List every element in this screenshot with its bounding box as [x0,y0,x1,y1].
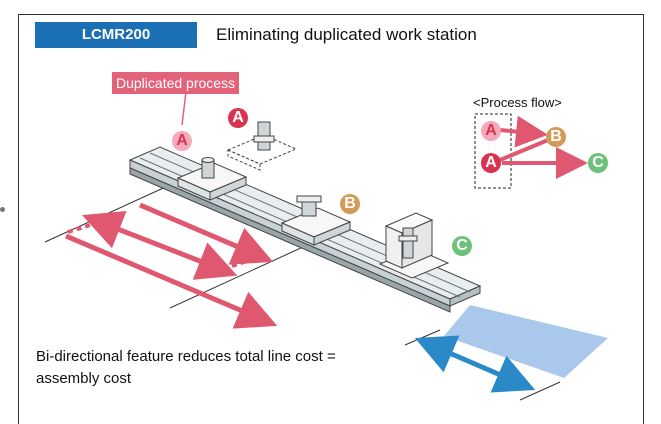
press-tool [296,195,322,217]
process-flow-title: <Process flow> [473,95,562,110]
flow-marker-a-pale: A [481,121,501,141]
headline: Eliminating duplicated work station [216,25,477,44]
marker-a: A [228,108,248,128]
flow-marker-b: B [546,127,566,147]
figure-frame [18,14,644,424]
red-bidirectional-arrow [82,210,238,280]
guide-line [519,381,561,401]
work-area [444,305,608,378]
blue-bidirectional-arrow [414,335,536,393]
margin-dot [0,207,5,212]
process-flow-box [474,113,512,189]
duplicated-process-label: Duplicated process [112,72,240,94]
caption-line-1: Bi-directional feature reduces total lin… [36,348,336,365]
flow-marker-a: A [481,153,501,173]
caption: Bi-directional feature reduces total lin… [36,346,366,390]
duplicated-label-pointer [181,91,187,126]
red-dashed-link [67,220,101,234]
red-arrow [65,233,278,329]
carrier [280,207,352,246]
marker-c: C [452,236,472,256]
model-badge: LCMR200 [35,22,197,48]
caption-line-2: assembly cost [36,370,132,387]
guide-line [404,329,441,346]
pin-tool [201,157,215,179]
dashed-station-ghost [226,121,298,171]
guide-line [44,184,171,243]
flow-arrow-a-to-b [499,115,548,148]
marker-a-pale: A [172,131,192,151]
marker-b: B [340,194,360,214]
enclosed-station [384,212,434,269]
flow-marker-c: C [588,153,608,173]
flow-arrow-b-to-a [499,138,549,162]
